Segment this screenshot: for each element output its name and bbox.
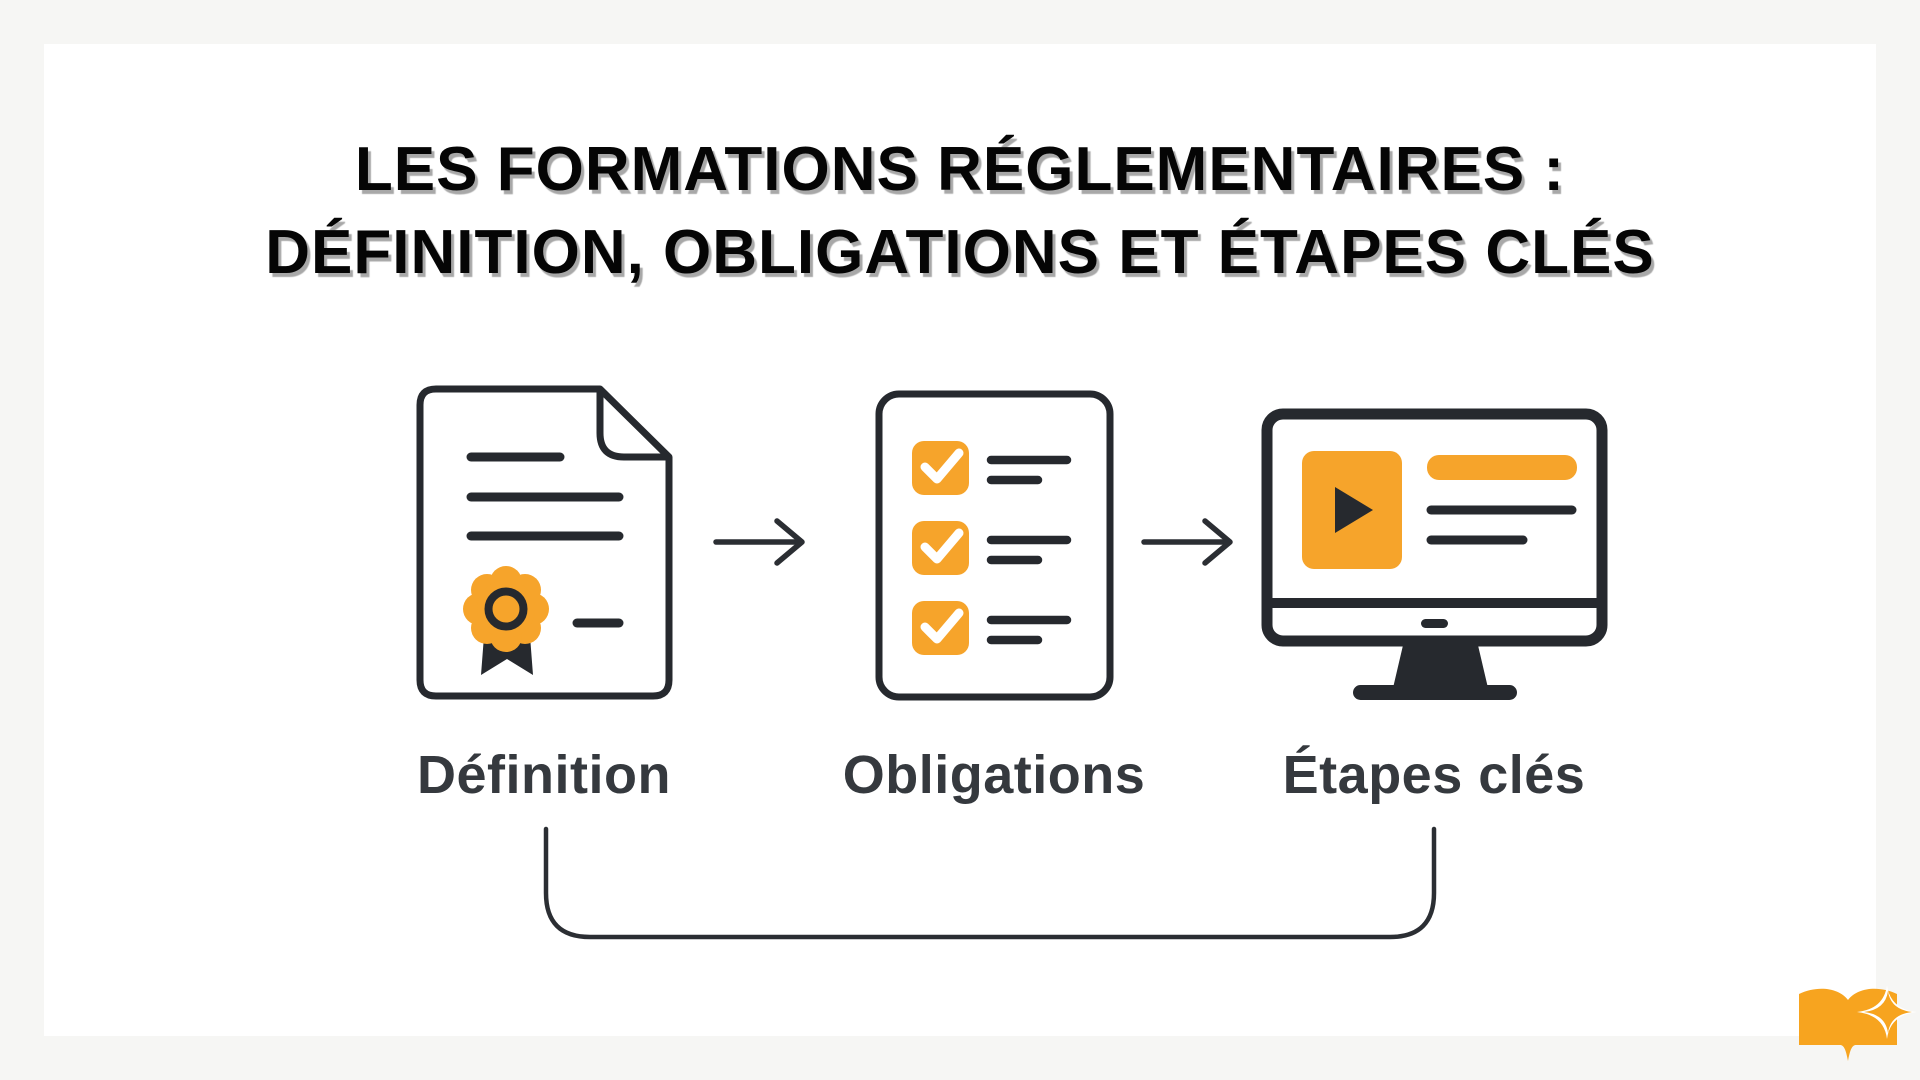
screen-heading-bar [1427,455,1577,480]
process-diagram [416,385,1608,940]
arrow-right-icon [713,518,805,566]
page-title: LES FORMATIONS RÉGLEMENTAIRES : DÉFINITIO… [44,128,1876,294]
monitor-base [1353,685,1517,700]
title-line-1: LES FORMATIONS RÉGLEMENTAIRES : [354,135,1566,204]
monitor-stand [1393,641,1488,688]
step-label-obligations: Obligations [842,745,1146,805]
content-card: LES FORMATIONS RÉGLEMENTAIRES : DÉFINITIO… [44,44,1917,1061]
video-monitor-icon [1261,408,1608,700]
arrow-right-icon [1141,518,1233,566]
monitor-speaker-dash [1421,619,1448,628]
checklist-row [912,601,1072,655]
seal-ribbon-icon [463,566,549,675]
checklist-icon [875,390,1114,701]
checklist-row [912,521,1072,575]
document-text-lines [466,452,624,628]
sparkle-icon [1864,991,1912,1033]
open-book-shape [1799,988,1897,1061]
folded-corner [596,389,669,461]
loop-back-connector [543,826,1437,940]
step-label-definition: Définition [417,745,671,805]
step-label-etapes-cles: Étapes clés [1282,745,1586,805]
certificate-document-icon [416,385,673,700]
play-icon [1335,487,1373,533]
screen-text-lines [1426,505,1577,545]
open-book-sparkle-logo [1799,985,1917,1061]
title-line-2: DÉFINITION, OBLIGATIONS ET ÉTAPES CLÉS [265,218,1655,287]
checklist-row [912,441,1072,495]
